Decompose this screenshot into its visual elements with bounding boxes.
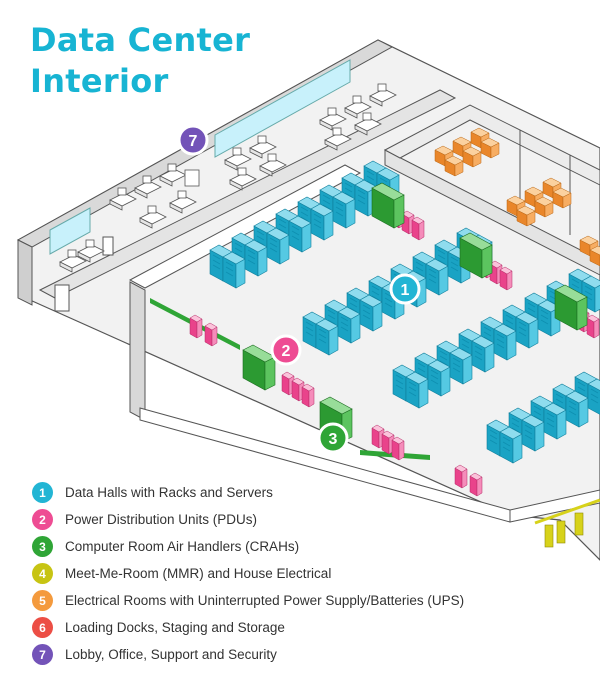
server-rack [449,347,473,385]
legend-label-1: Data Halls with Racks and Servers [65,485,273,500]
legend-item-pdus: 2 Power Distribution Units (PDUs) [32,506,464,533]
callout-3-number: 3 [329,431,338,448]
legend-label-6: Loading Docks, Staging and Storage [65,620,285,635]
server-rack [565,390,589,428]
legend-label-3: Computer Room Air Handlers (CRAHs) [65,539,300,554]
legend-item-electrical: 5 Electrical Rooms with Uninterrupted Po… [32,587,464,614]
legend-item-data-halls: 1 Data Halls with Racks and Servers [32,479,464,506]
server-rack [427,359,451,397]
callout-3: 3 [317,422,349,454]
callout-2: 2 [270,334,302,366]
legend-label-2: Power Distribution Units (PDUs) [65,512,258,527]
server-rack [493,323,517,361]
server-rack [266,227,290,265]
legend-badge-1: 1 [32,482,53,503]
server-rack [222,251,246,289]
legend-item-lobby: 7 Lobby, Office, Support and Security [32,641,464,668]
server-rack [471,335,495,373]
server-rack [332,191,356,229]
server-rack [288,215,312,253]
title-line-1: Data Center [30,21,251,59]
legend-item-crahs: 3 Computer Room Air Handlers (CRAHs) [32,533,464,560]
server-rack [315,318,339,356]
server-rack [515,311,539,349]
server-rack [244,239,268,277]
server-rack [425,258,449,296]
legend-badge-7: 7 [32,644,53,665]
server-rack [310,203,334,241]
legend-label-4: Meet-Me-Room (MMR) and House Electrical [65,566,332,581]
legend-badge-2: 2 [32,509,53,530]
callout-7-number: 7 [189,133,198,150]
legend-badge-3: 3 [32,536,53,557]
legend-label-7: Lobby, Office, Support and Security [65,647,277,662]
callout-2-number: 2 [282,343,291,360]
legend: 1 Data Halls with Racks and Servers 2 Po… [32,479,464,668]
legend-item-mmr: 4 Meet-Me-Room (MMR) and House Electrica… [32,560,464,587]
legend-item-loading: 6 Loading Docks, Staging and Storage [32,614,464,641]
callout-7: 7 [177,124,209,156]
callout-1: 1 [389,273,421,305]
server-rack [521,414,545,452]
page-title: Data Center Interior [30,20,250,102]
legend-badge-6: 6 [32,617,53,638]
title-line-2: Interior [30,62,169,100]
office-furniture [59,83,397,273]
legend-badge-5: 5 [32,590,53,611]
callout-1-number: 1 [401,282,410,299]
server-rack [543,402,567,440]
server-rack [359,294,383,332]
legend-badge-4: 4 [32,563,53,584]
server-rack [405,371,429,409]
server-rack [499,426,523,464]
legend-label-5: Electrical Rooms with Uninterrupted Powe… [65,593,465,608]
server-rack [337,306,361,344]
